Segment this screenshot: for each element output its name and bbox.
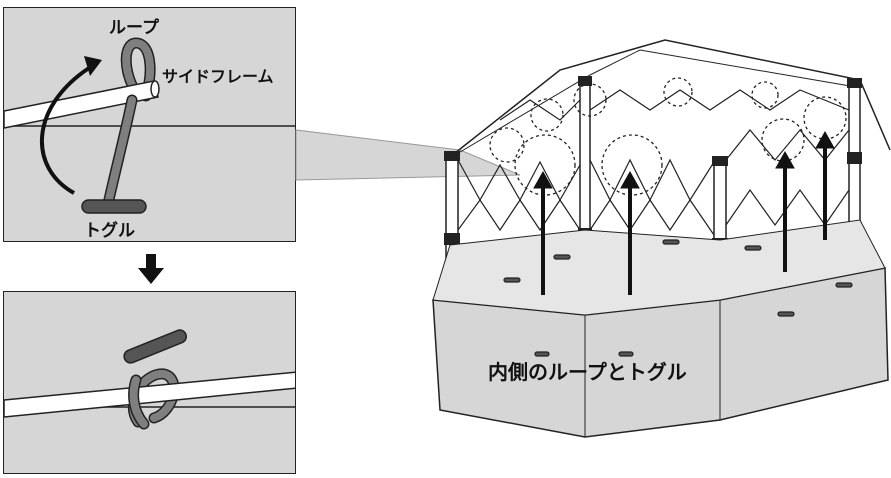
- toggle-cord: [104, 96, 136, 208]
- detail-panel-before: ループ サイドフレーム トグル: [3, 7, 296, 242]
- loop-detail-illustration: [4, 37, 295, 214]
- side-frame-pipe: [4, 371, 295, 418]
- curved-arrow-icon: [40, 66, 91, 195]
- side-frame-label: サイドフレーム: [162, 67, 274, 86]
- inner-loop-toggle-label: 内側のループとトグル: [488, 360, 687, 384]
- arrow-up-icons: [533, 130, 835, 295]
- toggle-label: トグル: [84, 221, 135, 241]
- side-frame-pipe: [4, 80, 159, 129]
- scissor-truss: [457, 89, 850, 236]
- roof-outline: [449, 39, 891, 158]
- toggle-bar: [81, 199, 147, 214]
- loop-strap: [122, 38, 155, 100]
- toggle-secured-illustration: [4, 329, 295, 430]
- inner-toggles: [503, 239, 853, 357]
- toggle-bar: [123, 329, 188, 364]
- detail-panel-after: [3, 291, 296, 474]
- loop-label: ループ: [109, 18, 159, 38]
- post-joints: [444, 76, 862, 250]
